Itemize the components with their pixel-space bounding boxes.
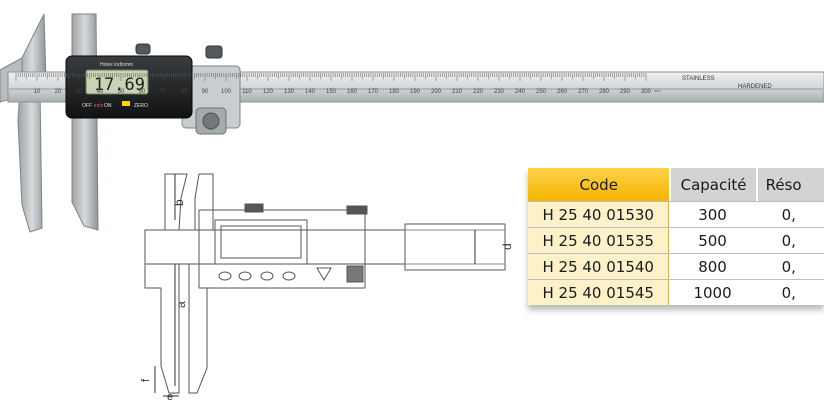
table-row: H 25 40 01535 500 0, [528,227,824,253]
scale-number: 290 [620,89,631,95]
cell-capacity: 300 [669,201,756,227]
button-on: ON [104,103,112,109]
scale-number: 270 [578,89,589,95]
button-zero: ZERO [134,103,148,109]
table-row: H 25 40 01545 1000 0, [528,279,824,305]
scale-number: 220 [473,89,484,95]
drawing-label-f: f [140,378,152,382]
drawing-label-b: b [172,199,186,206]
scale-number: 300 [641,89,652,95]
knob-2 [205,45,223,59]
scale-number: 210 [452,89,463,95]
drawing-label-d: d [500,243,514,250]
scale-number: 20 [55,89,62,95]
header-resolution: Réso [755,168,824,201]
cell-code: H 25 40 01535 [528,227,670,253]
cell-code: H 25 40 01540 [528,253,670,279]
scale-number: 70 [160,89,167,95]
header-capacity: Capacité [669,168,756,201]
table-row: H 25 40 01530 300 0, [528,201,824,227]
scale-number: 240 [515,89,526,95]
scale-number: 60 [139,89,146,95]
scale-number: 110 [242,89,252,95]
drawing-slider [198,209,366,289]
scale-number: 80 [181,89,188,95]
display-brand: Holex indtsmm [100,62,133,68]
drawing-knob-2 [346,205,368,215]
cell-resolution: 0, [755,201,824,227]
scale-ticks [15,73,647,81]
drawing-upper-jaw [164,173,188,231]
header-code: Code [528,168,670,201]
scale-number: 120 [263,89,274,95]
scale-number: 230 [494,89,505,95]
drawing-label-a: a [174,301,188,308]
scale-number: 280 [599,89,610,95]
scale-number: 260 [557,89,568,95]
scale-number: 30 [76,89,83,95]
scale-number: 130 [284,89,295,95]
drawing-lcd [214,219,308,265]
scale-labels: 10 20 30 40 50 60 70 80 90 100 110 120 130 140 150 160 1… [34,89,652,95]
stainless-label: STAINLESS [682,76,715,82]
button-mode: inch [94,103,103,109]
scale-number: 160 [347,89,358,95]
scale-number: 190 [410,89,421,95]
cell-capacity: 1000 [669,279,756,305]
cell-code: H 25 40 01530 [528,201,670,227]
caliper-technical-drawing: b d a f e [140,173,514,401]
sliding-jaw [71,13,99,231]
drawing-knob-1 [244,203,264,213]
cell-capacity: 800 [669,253,756,279]
cell-resolution: 0, [755,253,824,279]
cell-resolution: 0, [755,279,824,305]
lcd-reading: 17.69 [94,75,145,95]
cell-capacity: 500 [669,227,756,253]
spec-table: Code Capacité Réso H 25 40 01530 300 0, … [528,168,824,305]
drawing-triangle [316,267,332,281]
scale-unit: mm [654,88,661,93]
hardened-label: HARDENED [738,84,772,90]
table-row: H 25 40 01540 800 0, [528,253,824,279]
drawing-roller [346,265,364,283]
scale-number: 140 [305,89,316,95]
drawing-label-e: e [167,391,173,401]
caliper-photo: Holex indtsmm 17.69 OFF inch ON ZERO 10 2… [0,13,824,233]
knob-1 [135,43,151,55]
cell-resolution: 0, [755,227,824,253]
drawing-lower-jaw [144,264,180,394]
fixed-jaw [17,13,47,233]
scale-number: 50 [118,89,125,95]
spec-table-header-row: Code Capacité Réso [528,168,824,201]
button-off: OFF [82,103,92,109]
cell-code: H 25 40 01545 [528,279,670,305]
scale-number: 150 [326,89,337,95]
scale-number: 180 [389,89,400,95]
scale-number: 10 [34,89,41,95]
scale-number: 170 [368,89,379,95]
scale-number: 40 [97,89,104,95]
lcd-screen [85,69,149,95]
roller-wheel [202,112,220,130]
scale-number: 90 [202,89,209,95]
zero-indicator [122,101,130,106]
scale-number: 100 [221,89,232,95]
scale-number: 250 [536,89,547,95]
scale-number: 200 [431,89,442,95]
